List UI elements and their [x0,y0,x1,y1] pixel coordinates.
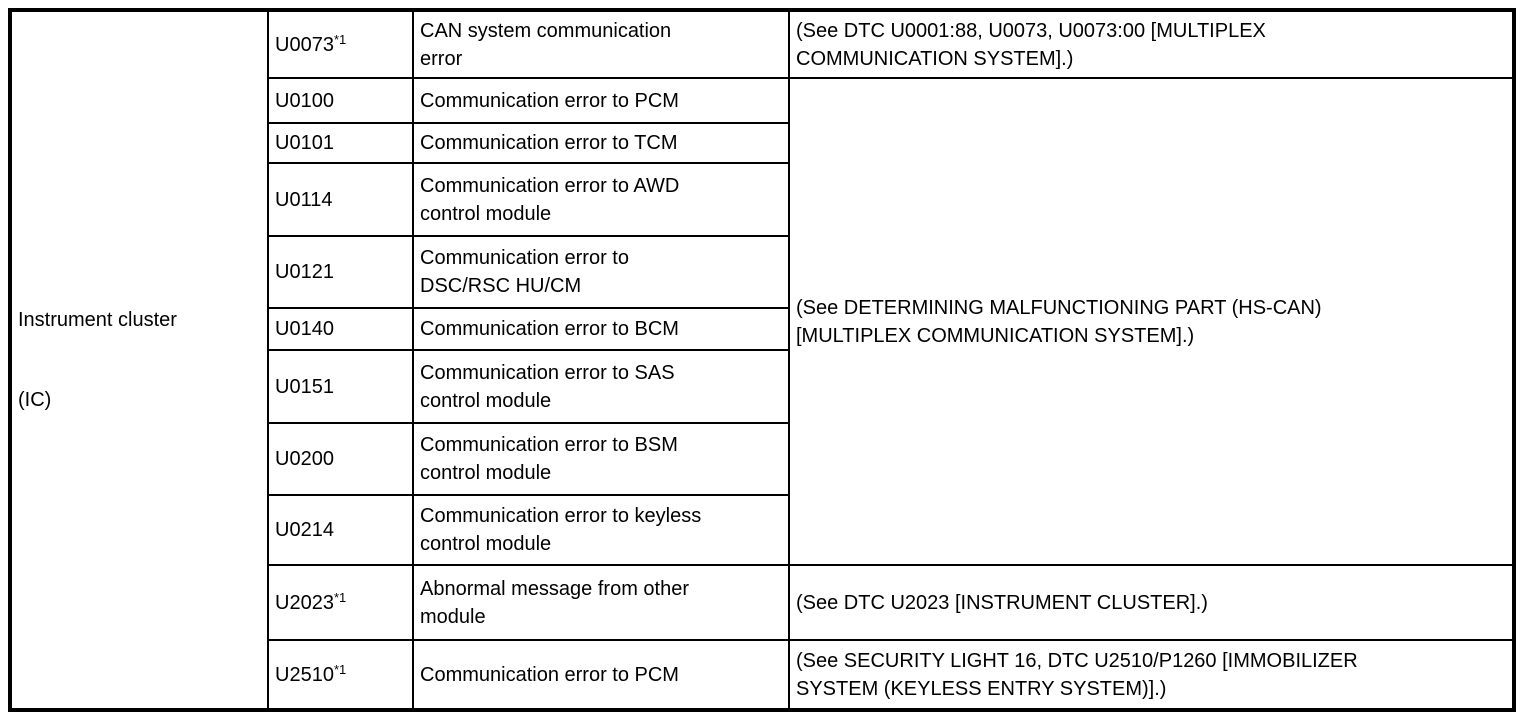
dtc-code: U0114 [275,188,333,211]
table-row: U0101 Communication error to TCM [10,122,1514,164]
dtc-description-cell: Communication error to AWD control modul… [412,162,790,237]
table-row: U0114 Communication error to AWD control… [10,162,1514,237]
dtc-code-cell: U0200 [267,422,414,496]
dtc-description-cell: Abnormal message from other module [412,564,790,641]
footnote-marker: *1 [333,589,347,605]
dtc-description-cell: Communication error to keyless control m… [412,494,790,566]
dtc-code: U0101 [275,132,334,154]
table-row: Instrument cluster (IC) U0073*1 CAN syst… [9,9,1515,711]
dtc-reference-cell: (See DTC U0001:88, U0073, U0073:00 [MULT… [788,9,1515,79]
dtc-code-cell: U0073*1 [267,9,414,79]
dtc-description-cell: Communication error to BSM control modul… [412,422,790,496]
dtc-reference-cell: (See DTC U2023 [INSTRUMENT CLUSTER].) [788,564,1515,641]
dtc-code: U0214 [275,519,334,541]
dtc-description-cell: Communication error to BCM [412,307,790,351]
table-row: U0214 Communication error to keyless con… [10,494,1514,566]
table-row: U0100 Communication error to PCM (See DE… [10,77,1515,566]
dtc-description-cell: Communication error to TCM [412,122,790,164]
dtc-code-cell: U0151 [267,349,414,424]
dtc-reference-cell-merged: (See DETERMINING MALFUNCTIONING PART (HS… [788,77,1515,566]
dtc-description-cell: CAN system communication error [412,9,790,79]
table-row: U0151 Communication error to SAS control… [10,349,1514,424]
dtc-code-cell: U0100 [267,77,414,124]
table-row: U2023*1 Abnormal message from other modu… [10,564,1515,641]
dtc-description-cell: Communication error to PCM [412,77,790,124]
dtc-code: U0100 [275,89,334,112]
dtc-reference-cell: (See SECURITY LIGHT 16, DTC U2510/P1260 … [788,639,1515,711]
dtc-code: U2510 [275,663,334,686]
module-name: Instrument cluster [18,309,177,331]
footnote-marker: *1 [333,661,347,677]
dtc-code-cell: U0101 [267,122,414,164]
dtc-code: U0140 [275,318,334,340]
table-row: U0121 Communication error to DSC/RSC HU/… [10,235,1514,309]
dtc-code-cell: U0214 [267,494,414,566]
dtc-code: U0200 [275,448,334,470]
dtc-description-cell: Communication error to DSC/RSC HU/CM [412,235,790,309]
dtc-code-cell: U0121 [267,235,414,309]
dtc-code-cell: U0140 [267,307,414,351]
module-cell: Instrument cluster (IC) [9,9,269,711]
module-abbr: (IC) [18,389,52,411]
dtc-code: U0151 [275,375,334,398]
table-row: U2510*1 Communication error to PCM (See … [10,639,1515,711]
dtc-code: U0073 [275,33,334,56]
dtc-code-cell: U2510*1 [267,639,414,711]
dtc-code-cell: U0114 [267,162,414,237]
dtc-code-cell: U2023*1 [267,564,414,641]
footnote-marker: *1 [333,31,347,47]
table-row: U0200 Communication error to BSM control… [10,422,1514,496]
dtc-code: U2023 [275,591,334,614]
dtc-description-cell: Communication error to PCM [412,639,790,711]
dtc-table: Instrument cluster (IC) U0073*1 CAN syst… [8,8,1516,712]
table-row: U0140 Communication error to BCM [10,307,1514,351]
dtc-code: U0121 [275,261,334,283]
dtc-description-cell: Communication error to SAS control modul… [412,349,790,424]
